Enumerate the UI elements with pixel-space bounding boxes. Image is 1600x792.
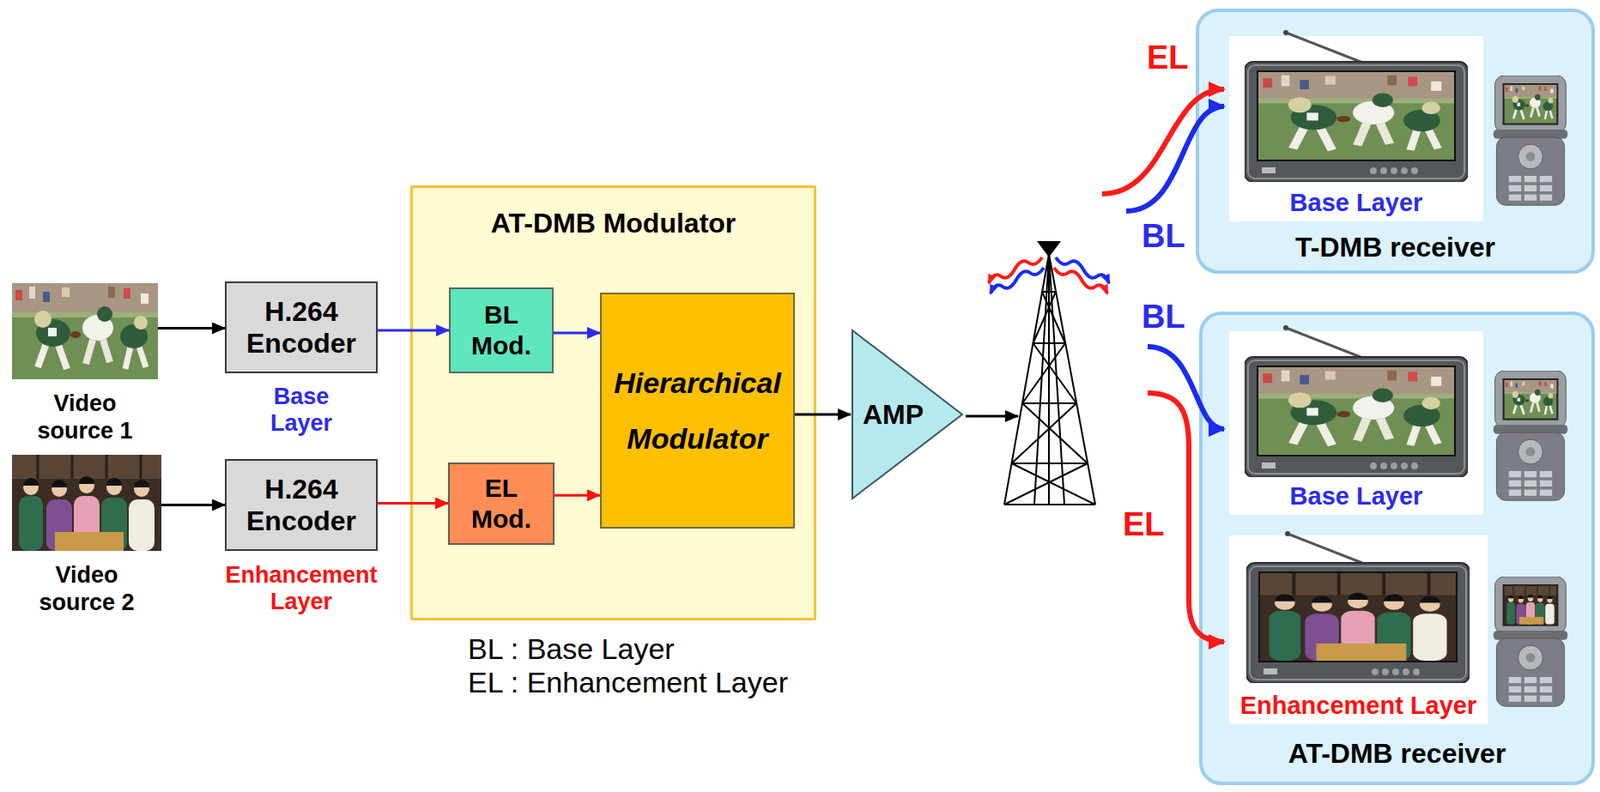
signal-label: EL <box>1146 41 1199 74</box>
node-text: Base Layer <box>1229 481 1484 512</box>
video-thumbnail <box>12 283 158 380</box>
amp-triangle-shape <box>852 330 963 499</box>
layer-caption: Base Layer <box>249 383 353 437</box>
abbreviation-note: EL : Enhancement Layer <box>467 666 949 700</box>
signal-label: BL <box>1141 219 1194 253</box>
node-text: H.264 Encoder <box>233 296 370 360</box>
signal-label: BL <box>1141 300 1194 334</box>
node-text: Video source 2 <box>30 561 143 618</box>
label-box: EL <box>1146 41 1199 74</box>
node-text: AMP <box>862 398 924 431</box>
node-text: AT-DMB receiver <box>1202 737 1592 770</box>
label-box: EL <box>1122 508 1175 541</box>
amp-to-tower-line <box>965 415 1019 419</box>
signal-arrow <box>377 502 449 505</box>
caption-box: Video source 1 <box>29 389 141 446</box>
label-box: BL : Base Layer <box>467 632 949 667</box>
tv-receiver <box>1246 531 1470 684</box>
bl-modulator: BL Mod. <box>448 287 554 374</box>
signal-arrow <box>161 503 225 507</box>
title-box: T-DMB receiver <box>1199 230 1592 264</box>
radio-waves <box>988 257 1110 294</box>
caption-box: Enhancement Layer <box>1229 690 1488 722</box>
signal-arrow <box>157 327 225 330</box>
phone-receiver <box>1493 576 1568 707</box>
modulator-block: AT-DMB Modulator BL Mod. EL Mod. Hierarchic… <box>410 185 817 621</box>
title-box: AT-DMB receiver <box>1202 737 1592 770</box>
reception-arrows <box>1102 89 1225 643</box>
node-text: Base Layer <box>1229 187 1484 219</box>
caption-box: Base Layer <box>1229 481 1484 512</box>
node-text: Hierarchical Modulator <box>608 355 787 467</box>
node-text: EL Mod. <box>456 472 546 535</box>
node-text: AT-DMB Modulator <box>412 206 814 240</box>
abbreviation-note: BL : Base Layer <box>467 632 949 667</box>
label-box: Base Layer <box>249 383 353 437</box>
tv-receiver <box>1244 325 1468 478</box>
label-box: BL <box>1141 219 1194 253</box>
signal-label: EL <box>1122 508 1175 541</box>
label-box: EL : Enhancement Layer <box>467 666 949 700</box>
hierarchical-modulator: Hierarchical Modulator <box>600 292 795 529</box>
label-box: BL <box>1141 300 1194 334</box>
phone-receiver <box>1493 75 1568 206</box>
node-text: T-DMB receiver <box>1199 230 1592 264</box>
el-modulator: EL Mod. <box>448 462 555 546</box>
signal-arrow <box>794 413 851 417</box>
node-text: BL Mod. <box>457 299 546 362</box>
video-thumbnail <box>12 454 162 552</box>
signal-arrow <box>554 494 600 497</box>
layer-caption: Enhancement Layer <box>219 562 383 616</box>
node-text: Video source 1 <box>29 389 141 446</box>
signal-arrow <box>377 329 449 333</box>
amplifier: AMP <box>850 328 964 501</box>
node-text: H.264 Encoder <box>233 473 370 538</box>
node-text: Enhancement Layer <box>1229 690 1488 722</box>
encoder-box: H.264 Encoder <box>224 281 378 374</box>
signal-arrow <box>553 332 600 335</box>
title-box: AT-DMB Modulator <box>412 206 814 240</box>
label-box: Enhancement Layer <box>219 562 383 616</box>
caption-box: Base Layer <box>1229 187 1484 219</box>
caption-box: Video source 2 <box>30 561 143 618</box>
phone-receiver <box>1493 370 1568 501</box>
encoder-box: H.264 Encoder <box>224 459 378 552</box>
tv-receiver <box>1244 30 1468 182</box>
